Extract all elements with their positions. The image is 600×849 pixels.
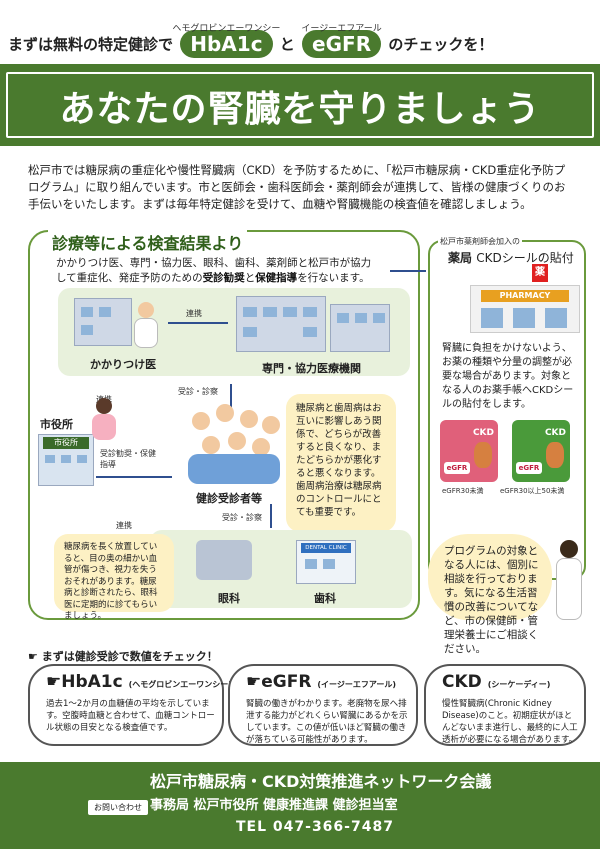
headline-and: と <box>279 35 295 54</box>
hospital-building-icon <box>236 296 326 352</box>
program-note: プログラムの対象となる人には、個別に相談を行っております。気になる生活習慣の改善… <box>428 534 552 655</box>
nurse-icon <box>96 398 112 414</box>
sticker1-ckd: CKD <box>472 428 494 438</box>
vertical-arrow-icon <box>230 384 232 408</box>
kidney-bean-icon-2 <box>546 442 564 468</box>
footer-tel[interactable]: TEL 047-366-7487 <box>236 819 394 835</box>
shinsatsu-top-label: 受診・診察 <box>178 387 218 396</box>
sticker2-ckd: CKD <box>544 428 566 438</box>
desc-bold-2: 保健指導 <box>255 272 298 284</box>
hba1c-card-head: ☛HbA1c (ヘモグロビンエーワンシー) <box>46 672 232 692</box>
dietitian-icon <box>560 540 578 558</box>
contact-badge: お問い合わせ <box>88 800 148 815</box>
hba1c-card-ruby: (ヘモグロビンエーワンシー) <box>128 680 232 689</box>
link-arrow-icon <box>168 322 228 324</box>
intro-text: 松戸市では糖尿病の重症化や慢性腎臓病（CKD）を予防するために、「松戸市糖尿病・… <box>28 163 566 211</box>
shinsatsu-bottom-label: 受診・診察 <box>222 513 262 522</box>
egfr-card-title: ☛eGFR <box>246 672 312 692</box>
ckd-card-ruby: (シーケーディー) <box>487 680 551 689</box>
nurse-body-icon <box>92 414 116 440</box>
pharmacy-arrow-icon <box>390 270 426 272</box>
doctor-icon <box>138 302 154 318</box>
hba1c-ruby: ヘモグロビンエーワンシー <box>172 24 281 34</box>
diagram-description: かかりつけ医、専門・協力医、眼科、歯科、薬剤師と松戸市が協力して重症化、発症予防… <box>56 256 376 286</box>
sticker1-egfr: eGFR <box>444 462 470 474</box>
egfr-card-ruby: (イージーエフアール) <box>317 680 397 689</box>
dental-clinic-icon: DENTAL CLINIC <box>296 540 356 584</box>
footer-office: 事務局 松戸市役所 健康推進課 健診担当室 <box>150 798 398 813</box>
hospital-wing-icon <box>330 304 390 352</box>
ckd-card-title: CKD <box>442 672 482 692</box>
city-office-label: 市役所 <box>40 418 73 431</box>
vertical-arrow-bottom-icon <box>270 504 272 528</box>
banner-frame: あなたの腎臓を守りましょう <box>6 72 594 138</box>
egfr-card: ☛eGFR (イージーエフアール) 腎臓の働きがわかります。老廃物を尿へ排泄する… <box>228 664 418 746</box>
examinee-label: 健診受診者等 <box>196 492 262 505</box>
ckd-sticker-green: CKD eGFR <box>512 420 570 482</box>
pharmacy-caption: 松戸市薬剤師会加入の <box>438 236 522 247</box>
pharmacy-title: 薬局 CKDシールの貼付 <box>448 249 574 266</box>
sticker2-caption: eGFR30以上50未満 <box>500 487 565 495</box>
title-banner: あなたの腎臓を守りましょう <box>0 64 600 146</box>
specialist-label: 専門・協力医療機関 <box>262 362 361 375</box>
footer-org: 松戸市糖尿病・CKD対策推進ネットワーク会議 <box>150 772 492 791</box>
desc-mid: と <box>244 272 256 284</box>
eye-dental-panel <box>150 530 412 608</box>
egfr-ruby: イージーエフアール <box>301 24 382 34</box>
pharmacy-kanji-sign: 薬 <box>532 264 548 282</box>
clinic-building-icon <box>74 298 132 346</box>
dental-label: 歯科 <box>314 592 336 605</box>
doctor-body-icon <box>134 318 158 348</box>
ophthalmology-label: 眼科 <box>218 592 240 605</box>
hba1c-card-body: 過去1〜2か月の血糖値の平均を示しています。空腹時血糖と合わせて、血糖コントロー… <box>46 699 215 733</box>
city-arrow-icon <box>96 476 172 478</box>
ckd-sticker-red: CKD eGFR <box>440 420 498 482</box>
footer: 松戸市糖尿病・CKD対策推進ネットワーク会議 お問い合わせ 事務局 松戸市役所 … <box>0 762 600 849</box>
kidney-bean-icon <box>474 442 492 468</box>
ckd-card-head: CKD (シーケーディー) <box>442 672 550 692</box>
dental-note: 糖尿病と歯周病はお互いに影響しあう関係で、どちらが改善すると良くなり、またどちら… <box>286 394 396 532</box>
headline-tail: のチェックを！ <box>388 35 494 54</box>
pharmacy-title-a: 薬局 <box>448 251 473 265</box>
sticker2-egfr: eGFR <box>516 462 542 474</box>
diagram-title: 診療等による検査結果より <box>48 230 248 254</box>
pharmacy-sign: PHARMACY <box>481 290 569 302</box>
egfr-card-body: 腎臓の働きがわかります。老廃物を尿へ排泄する能力がどれくらい腎臓にあるかを示して… <box>246 699 408 745</box>
hba1c-card-title: ☛HbA1c <box>46 672 123 692</box>
renkei-bottom-label: 連携 <box>116 521 132 530</box>
egfr-label: eGFR <box>312 32 372 56</box>
eye-note: 糖尿病を長く放置していると、目の奥の細かい血管が傷つき、視力を失うおそれがありま… <box>54 534 174 621</box>
renkei-top-label: 連携 <box>186 309 202 318</box>
desc-post: を行ないます。 <box>297 272 370 284</box>
city-office-sign: 市役所 <box>43 437 89 449</box>
kansho-label: 受診勧奨・保健指導 <box>100 449 156 469</box>
ckd-card: CKD (シーケーディー) 慢性腎臓病(Chronic Kidney Disea… <box>424 664 586 746</box>
city-office-icon: 市役所 <box>38 434 94 486</box>
kakaritsuke-label: かかりつけ医 <box>90 358 157 371</box>
examinees-group-icon <box>184 402 284 488</box>
eye-exam-icon <box>196 540 252 580</box>
hba1c-label: HbA1c <box>190 32 263 56</box>
desc-pre: かかりつけ医、専門・協力医、眼科、歯科、薬剤師と松戸市が協力して重症化、発症予防… <box>56 257 372 284</box>
dietitian-body-icon <box>556 558 582 620</box>
ckd-card-body: 慢性腎臓病(Chronic Kidney Disease)のこと。初期症状がほと… <box>442 699 578 745</box>
check-lead: ☛ まずは健診受診で数値をチェック！ <box>28 650 218 663</box>
page-title: あなたの腎臓を守りましょう <box>59 89 541 130</box>
dental-sign: DENTAL CLINIC <box>301 543 351 553</box>
desc-bold-1: 受診勧奨 <box>202 272 245 284</box>
sticker1-caption: eGFR30未満 <box>442 487 484 495</box>
headline-lead: まずは無料の特定健診で <box>8 35 174 54</box>
pharmacy-title-b: CKDシールの貼付 <box>476 251 574 265</box>
egfr-card-head: ☛eGFR (イージーエフアール) <box>246 672 396 692</box>
pharmacy-building-icon: PHARMACY <box>470 285 580 333</box>
hba1c-card: ☛HbA1c (ヘモグロビンエーワンシー) 過去1〜2か月の血糖値の平均を示して… <box>28 664 232 746</box>
pharmacy-text: 腎臓に負担をかけないよう、お薬の種類や分量の調整が必要な場合があります。対象とな… <box>442 343 574 410</box>
